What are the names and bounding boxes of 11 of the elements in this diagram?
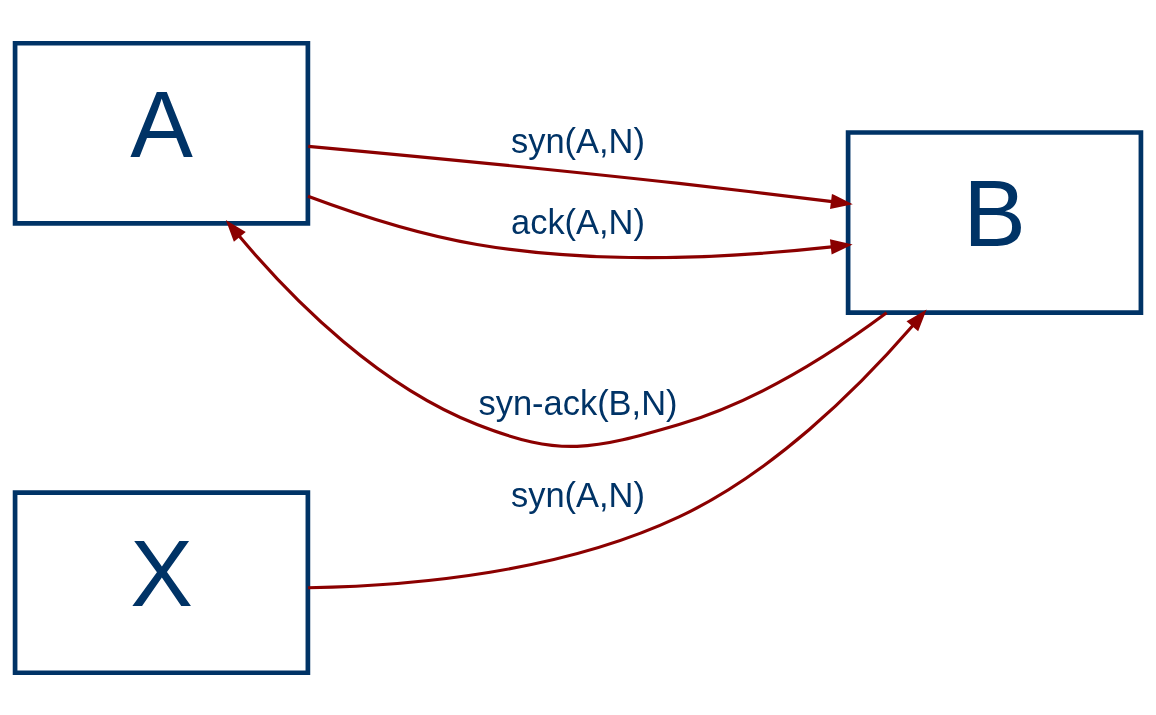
node-box: X — [12, 489, 311, 675]
node-box: B — [845, 129, 1144, 315]
arrow — [308, 309, 927, 589]
arrow — [225, 219, 888, 448]
edge-label: syn(A,N) — [511, 121, 645, 160]
arrow — [307, 194, 853, 259]
node-box: A — [12, 40, 311, 226]
edge-label: syn(A,N) — [511, 475, 645, 514]
edge-label: syn-ack(B,N) — [478, 383, 678, 422]
edge-label: ack(A,N) — [511, 202, 645, 241]
arrow — [308, 144, 853, 209]
